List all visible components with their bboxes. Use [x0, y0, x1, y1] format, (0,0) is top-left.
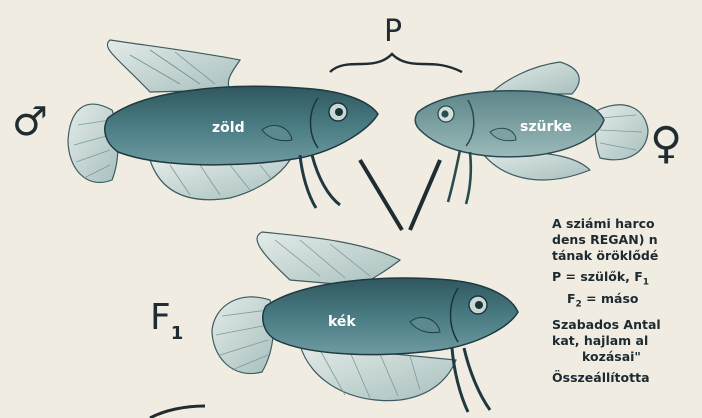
bottom-fish: [212, 232, 518, 412]
caption-line-7: kat, hajlam al: [552, 333, 702, 349]
f1-label: F1: [150, 300, 183, 343]
partial-fish-edge: [150, 406, 205, 418]
caption-line-9: Összeállította: [552, 370, 702, 386]
caption-line-8: kozásai": [552, 349, 702, 365]
f1-subscript: 1: [171, 323, 184, 344]
fish-left-label: zöld: [212, 120, 245, 136]
cross-line-left: [360, 160, 402, 230]
caption-line-3: tának öröklődé: [552, 248, 702, 264]
author-name: REGAN: [590, 232, 639, 247]
fish-bottom-label: kék: [328, 314, 356, 330]
caption-line-6: Szabados Antal: [552, 317, 702, 333]
fish-right-label: szürke: [520, 119, 572, 135]
caption-line-4: P = szülők, F1: [552, 269, 702, 291]
parents-brace: [330, 54, 462, 72]
parents-label: P: [384, 14, 402, 49]
caption-line-5: F2 = máso: [552, 291, 702, 313]
caption-line-1: A sziámi harco: [552, 216, 702, 232]
female-symbol: ♀: [650, 122, 682, 166]
caption-block: A sziámi harco dens REGAN) n tának örökl…: [552, 216, 702, 386]
male-symbol: ♂: [12, 102, 48, 142]
caption-line-2: dens REGAN) n: [552, 232, 702, 248]
cross-line-right: [410, 160, 440, 230]
f1-letter: F: [150, 297, 171, 338]
